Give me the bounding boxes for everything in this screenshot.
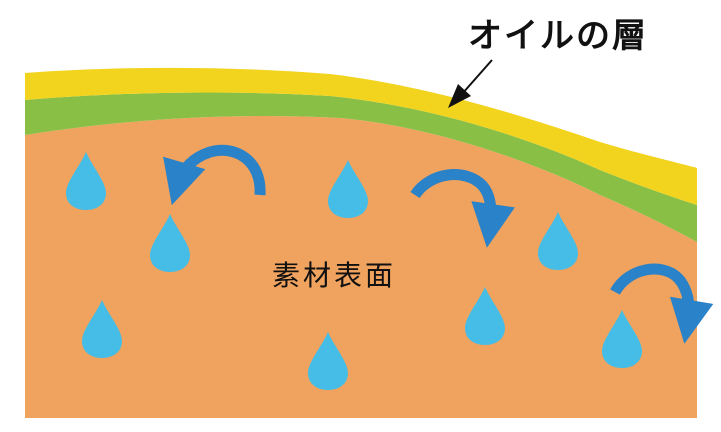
oil-layer xyxy=(25,67,697,205)
curved-arrow-icon xyxy=(610,263,714,344)
pointer-arrow-icon xyxy=(461,59,493,95)
oil-layer-label: オイルの層 xyxy=(468,16,648,56)
curved-arrow-icon xyxy=(163,144,266,206)
surface-label: 素材表面 xyxy=(272,259,396,292)
curved-arrow-icon xyxy=(410,169,515,248)
green-layer xyxy=(25,92,697,242)
pointer-arrowhead xyxy=(448,84,471,108)
